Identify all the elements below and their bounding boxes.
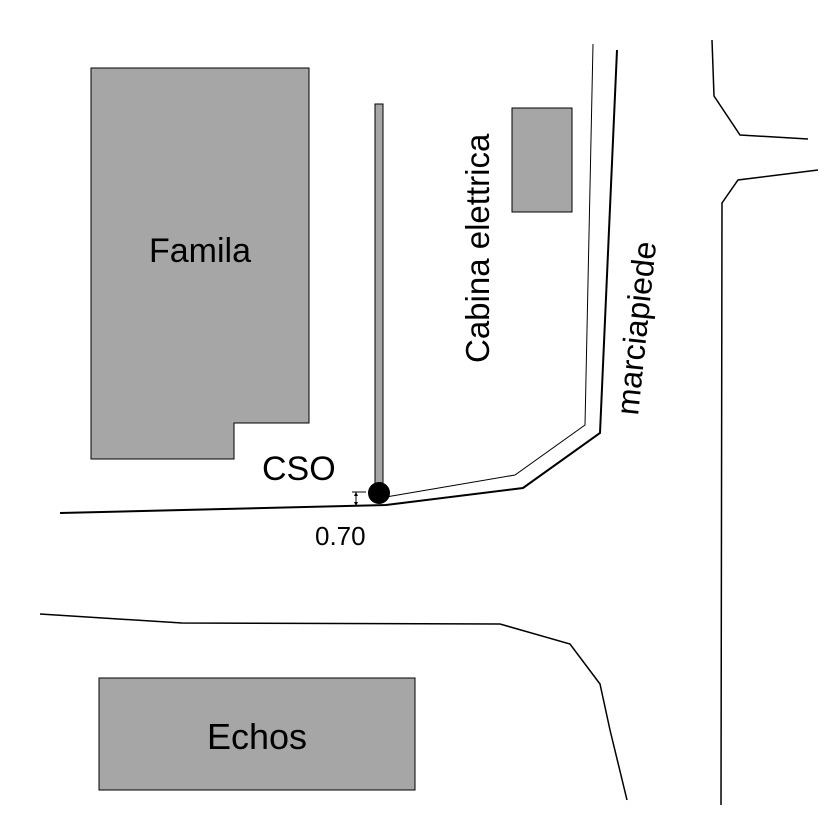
cabina-elettrica-label: Cabina elettrica [459,133,496,363]
road-edge-right [720,169,819,806]
dimension-label: 0.70 [315,521,366,551]
cso-point-marker [368,482,390,504]
dimension-arrow-down [354,502,358,506]
road-edge-right-top [711,39,809,140]
echos-building [98,677,416,791]
marciapiede-label: marciapiede [609,240,663,417]
pipe-bar [374,103,384,491]
famila-label: Famila [149,232,251,270]
cso-label: CSO [262,450,336,488]
dimension-arrow-up [354,492,358,496]
famila-building [90,67,310,460]
road-edge-lower [39,613,628,801]
sidewalk-inner-edge [385,43,594,498]
road-edge-main [59,49,618,514]
echos-label: Echos [207,716,307,757]
cabina-elettrica-building [511,107,573,213]
